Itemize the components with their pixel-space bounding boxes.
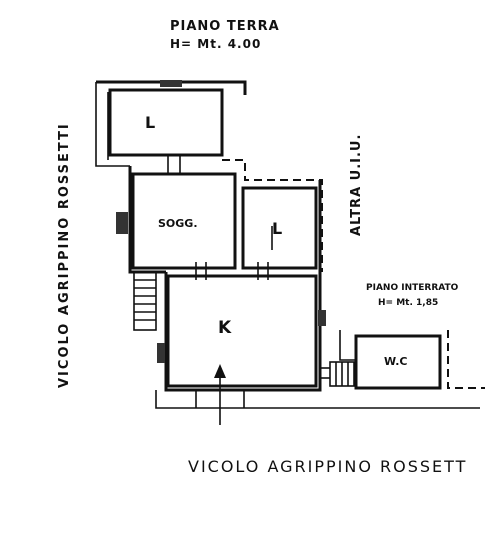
room-wc-label: W.C — [384, 355, 408, 368]
floor-height-label: H= Mt. 4.00 — [170, 37, 261, 51]
room-l-right-label: L — [272, 219, 282, 238]
room-l-top-label: L — [145, 113, 155, 132]
neighbor-label: ALTRA U.I.U. — [349, 134, 364, 236]
entrance-arrow-icon — [214, 364, 226, 425]
room-wc-outline — [354, 334, 442, 390]
room-l-top-outline — [108, 88, 224, 157]
outer-walls — [95, 80, 322, 392]
floor-name-label: PIANO TERRA — [170, 19, 280, 34]
basement-height-label: H= Mt. 1,85 — [378, 298, 438, 308]
window-k-right — [318, 310, 326, 326]
room-k-label: K — [218, 318, 232, 338]
stairs-left — [133, 271, 157, 331]
street-left-label: VICOLO AGRIPPINO ROSSETTI — [57, 122, 72, 388]
stairs-basement — [329, 361, 355, 387]
window-top — [160, 80, 182, 87]
basement-name-label: PIANO INTERRATO — [366, 283, 459, 293]
room-l-right-outline — [241, 186, 318, 270]
street-boundary — [155, 405, 480, 409]
room-sogg-label: SOGG. — [158, 217, 198, 230]
room-sogg-outline — [131, 172, 237, 270]
window-k-left — [157, 343, 165, 363]
street-bottom-label: VICOLO AGRIPPINO ROSSETT — [188, 457, 467, 476]
room-k-outline — [166, 274, 318, 388]
neighbor-boundary — [221, 95, 485, 389]
window-left — [116, 212, 128, 234]
